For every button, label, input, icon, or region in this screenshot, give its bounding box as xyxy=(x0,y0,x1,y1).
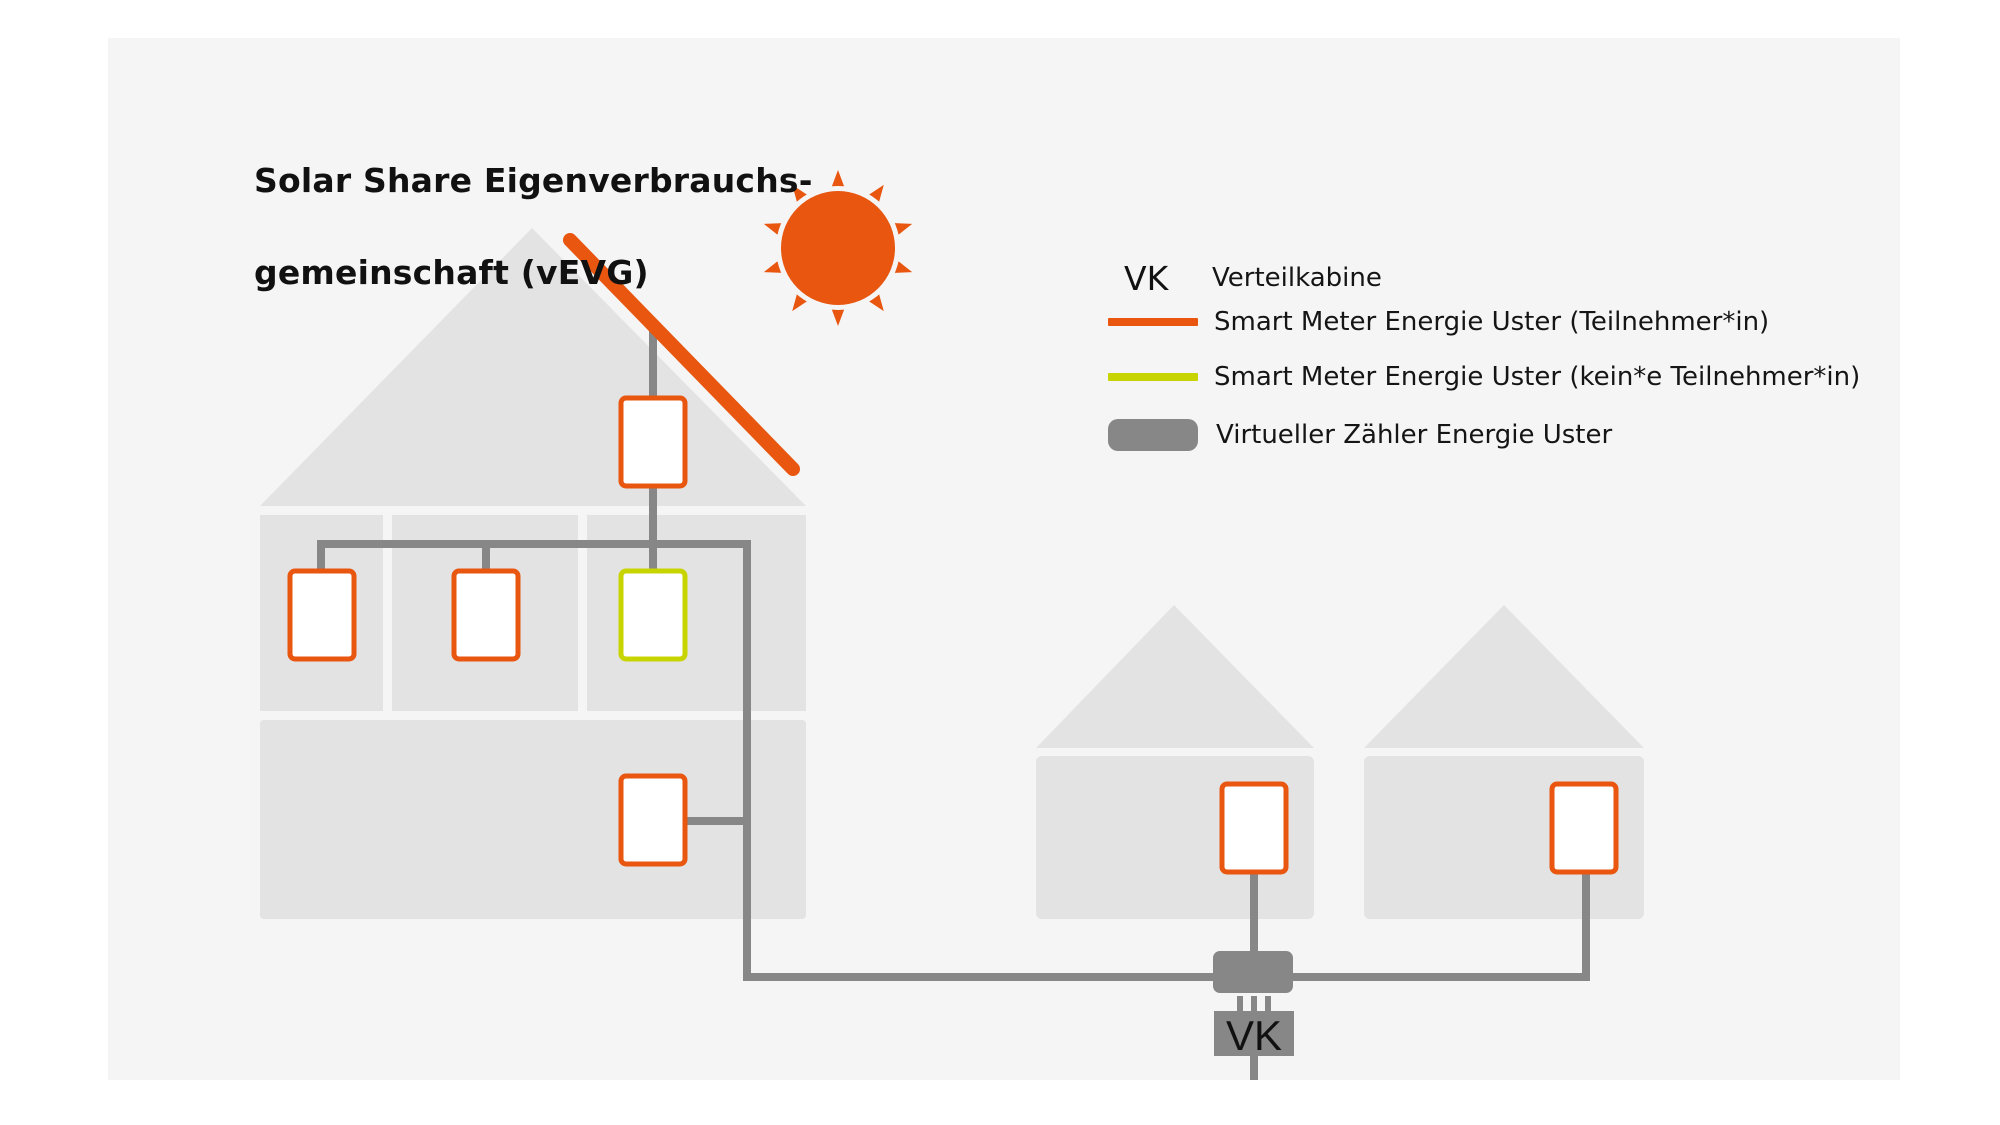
meter-apartment-2-participant xyxy=(451,568,521,662)
legend-label: Verteilkabine xyxy=(1212,263,1382,293)
diagram-title: Solar Share Eigenverbrauchs- gemeinschaf… xyxy=(254,112,813,342)
sun-disc xyxy=(781,191,895,305)
legend-vk-abbreviation: VK xyxy=(1124,258,1169,298)
legend-key-non-participant xyxy=(1108,357,1200,397)
distribution-cabinet-label: VK xyxy=(1226,1012,1282,1059)
virtual-meter-box xyxy=(1213,951,1293,993)
distribution-cabinet: VK xyxy=(1214,1011,1294,1059)
wiring xyxy=(317,330,1590,1080)
legend-key-virtual-meter xyxy=(1108,415,1200,455)
gray-pill-swatch xyxy=(1108,419,1198,451)
neighbor-house-1-roof xyxy=(1036,605,1314,748)
meter-roof-participant xyxy=(618,395,688,489)
legend-item-non-participant-meter: Smart Meter Energie Uster (kein*e Teilne… xyxy=(1108,357,1860,397)
wire-neighbor-2-route xyxy=(1292,872,1590,981)
legend-label: Virtueller Zähler Energie Uster xyxy=(1216,420,1613,450)
diagram-title-line-2: gemeinschaft (vEVG) xyxy=(254,253,649,292)
legend-key-participant xyxy=(1108,302,1200,342)
legend-label: Smart Meter Energie Uster (Teilnehmer*in… xyxy=(1214,307,1770,337)
ground-floor xyxy=(260,720,806,919)
solar-panel xyxy=(563,233,800,476)
legend-label: Smart Meter Energie Uster (kein*e Teilne… xyxy=(1214,362,1861,392)
legend-key-vk: VK xyxy=(1108,258,1200,298)
distribution-cabinet-box xyxy=(1214,1011,1294,1056)
meter-ground-floor-participant xyxy=(618,773,688,867)
meter-apartment-1-participant xyxy=(287,568,357,662)
legend-item-participant-meter: Smart Meter Energie Uster (Teilnehmer*in… xyxy=(1108,302,1769,342)
legend-item-virtual-meter: Virtueller Zähler Energie Uster xyxy=(1108,415,1612,455)
meter-neighbor-1-participant xyxy=(1219,781,1289,875)
meter-apartment-3-non-participant xyxy=(618,568,688,662)
diagram-title-line-1: Solar Share Eigenverbrauchs- xyxy=(254,161,813,200)
wire-house-bus xyxy=(317,540,1214,981)
sun-icon xyxy=(763,170,913,326)
meters xyxy=(287,395,1619,875)
orange-line-swatch xyxy=(1108,318,1198,326)
neighbor-house-2-roof xyxy=(1364,605,1644,748)
meter-neighbor-2-participant xyxy=(1549,781,1619,875)
legend-item-distribution-cabinet: VK Verteilkabine xyxy=(1108,258,1382,298)
green-line-swatch xyxy=(1108,373,1198,381)
